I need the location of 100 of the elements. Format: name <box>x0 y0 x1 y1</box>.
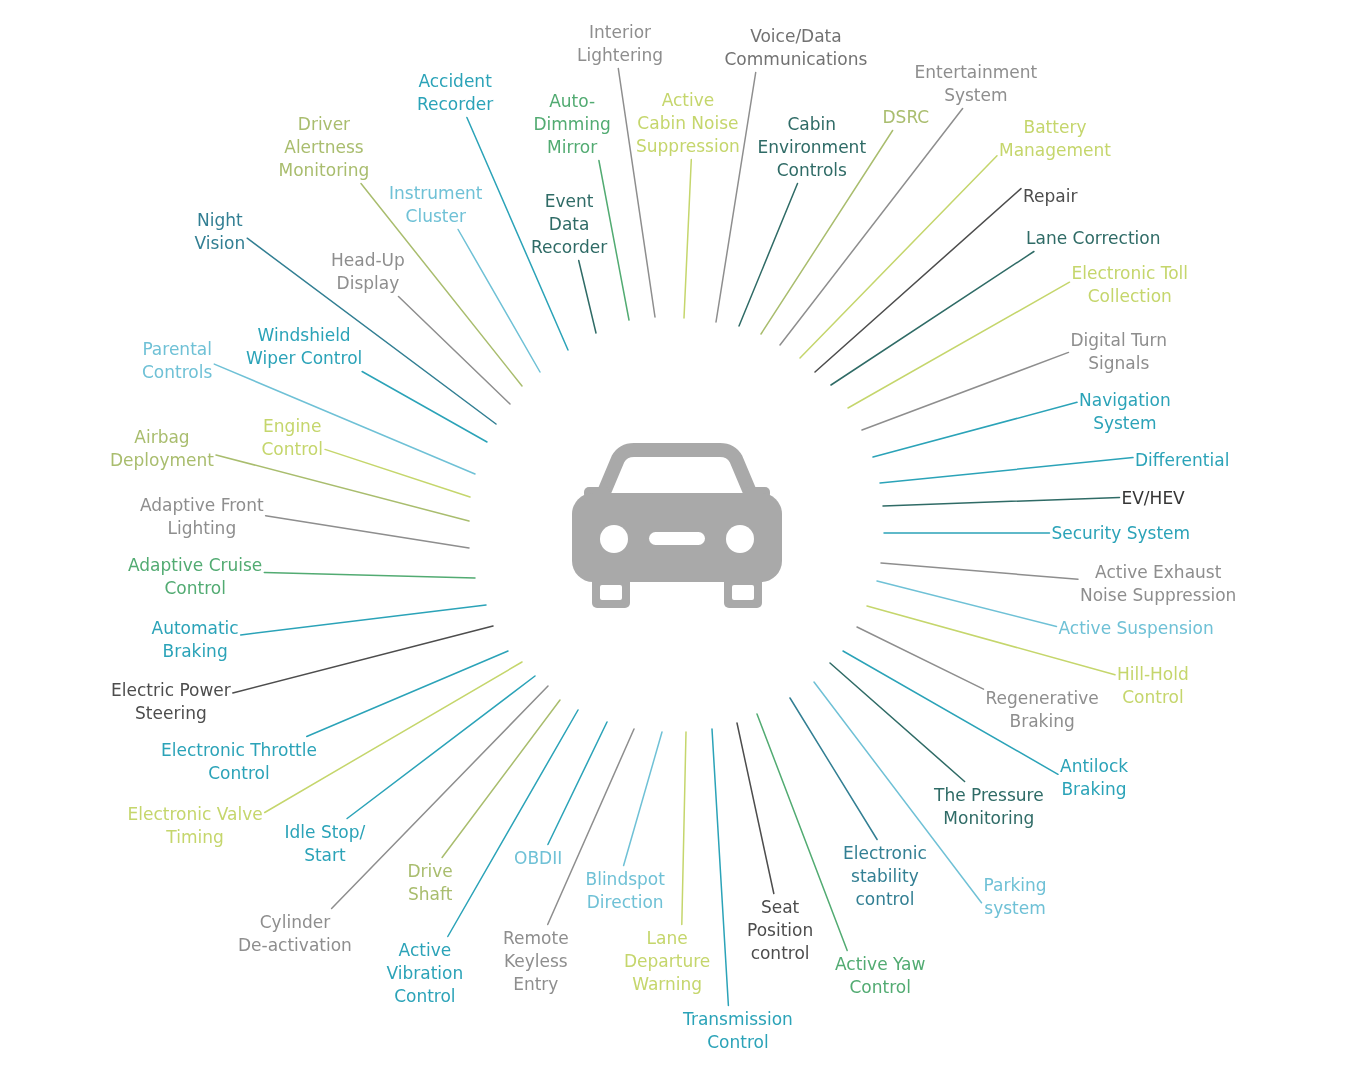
leader-line <box>882 496 1121 507</box>
feature-label: Head-Up Display <box>331 248 405 295</box>
leader-line <box>736 722 775 895</box>
feature-label: OBDII <box>514 846 563 870</box>
leader-line <box>457 228 541 373</box>
leader-line <box>617 67 656 318</box>
leader-line <box>738 182 799 327</box>
feature-label: Auto- Dimming Mirror <box>533 89 611 159</box>
feature-label: Driver Alertness Monitoring <box>278 112 370 182</box>
feature-label: Drive Shaft <box>407 859 453 906</box>
leader-line <box>681 731 687 926</box>
leader-line <box>715 71 757 323</box>
feature-label: Airbag Deployment <box>110 425 214 472</box>
feature-label: Lane Departure Warning <box>624 926 711 996</box>
feature-label: Active Vibration Control <box>386 938 464 1008</box>
feature-label: Windshield Wiper Control <box>246 323 363 370</box>
feature-label: Adaptive Cruise Control <box>128 553 263 600</box>
leader-line <box>547 721 608 846</box>
feature-label: Electronic Valve Timing <box>127 802 263 849</box>
feature-label: Active Yaw Control <box>835 952 926 999</box>
leader-line <box>866 605 1116 676</box>
feature-label: Security System <box>1051 521 1191 545</box>
car-icon <box>572 443 782 608</box>
feature-label: Active Suspension <box>1058 616 1214 640</box>
leader-line <box>330 685 549 910</box>
leader-line <box>324 448 471 498</box>
feature-label: Electronic Toll Collection <box>1071 261 1189 308</box>
feature-label: Lane Correction <box>1026 226 1161 250</box>
feature-label: Engine Control <box>261 414 323 461</box>
feature-label: Antilock Braking <box>1060 754 1129 801</box>
feature-label: Interior Lightering <box>577 20 664 67</box>
leader-line <box>847 281 1071 409</box>
feature-label: Active Cabin Noise Suppression <box>636 88 740 158</box>
leader-line <box>813 681 983 904</box>
feature-label: Blindspot Direction <box>585 867 665 914</box>
feature-label: Differential <box>1135 448 1230 472</box>
feature-label: Navigation System <box>1079 388 1171 435</box>
leader-line <box>447 709 579 938</box>
leader-line <box>861 351 1070 431</box>
feature-label: Event Data Recorder <box>531 189 608 259</box>
leader-line <box>441 699 561 859</box>
leader-line <box>842 650 1059 776</box>
feature-label: Entertainment System <box>914 60 1038 107</box>
leader-line <box>263 571 476 579</box>
feature-label: Automatic Braking <box>151 616 239 663</box>
leader-line <box>799 154 998 359</box>
feature-label: Adaptive Front Lighting <box>140 493 264 540</box>
leader-line <box>789 697 878 841</box>
feature-label: Electronic stability control <box>843 841 927 911</box>
feature-label: Instrument Cluster <box>389 181 483 228</box>
leader-line <box>872 401 1078 458</box>
leader-line <box>711 728 730 1007</box>
feature-label: Regenerative Braking <box>985 686 1099 733</box>
leader-line <box>213 363 476 475</box>
leader-line <box>814 187 1022 373</box>
leader-line <box>683 158 693 319</box>
feature-label: Battery Management <box>999 115 1111 162</box>
leader-line <box>215 454 470 522</box>
leader-line <box>264 514 470 549</box>
leader-line <box>760 129 894 335</box>
leader-line <box>879 456 1134 484</box>
feature-label: Electronic Throttle Control <box>161 738 317 785</box>
leader-line <box>829 662 966 783</box>
feature-label: Hill-Hold Control <box>1117 662 1189 709</box>
feature-label: DSRC <box>882 105 930 129</box>
feature-label: Cylinder De-activation <box>238 910 352 957</box>
feature-label: EV/HEV <box>1121 486 1185 510</box>
feature-label: Active Exhaust Noise Suppression <box>1080 560 1237 607</box>
leader-line <box>346 675 536 820</box>
leader-line <box>232 625 494 694</box>
leader-line <box>756 713 848 952</box>
feature-label: Voice/Data Communications <box>724 24 868 71</box>
leader-line <box>263 661 523 814</box>
leader-line <box>830 250 1035 386</box>
feature-label: Cabin Environment Controls <box>757 112 867 182</box>
leader-line <box>246 237 497 425</box>
leader-line <box>876 580 1058 628</box>
feature-label: The Pressure Monitoring <box>934 783 1044 830</box>
feature-label: Parking system <box>983 873 1047 920</box>
feature-label: Accident Recorder <box>417 69 494 116</box>
leader-line <box>466 116 569 351</box>
leader-line <box>880 562 1079 581</box>
feature-label: Parental Controls <box>142 337 213 384</box>
leader-line <box>305 650 509 738</box>
leader-line <box>856 626 985 690</box>
feature-label: Transmission Control <box>683 1007 793 1054</box>
leader-line <box>598 159 630 321</box>
feature-label: Remote Keyless Entry <box>503 926 569 996</box>
leader-line <box>397 295 511 405</box>
leader-line <box>577 259 597 334</box>
feature-label: Seat Position control <box>747 895 814 965</box>
feature-label: Electric Power Steering <box>111 678 231 725</box>
leader-line <box>546 728 635 926</box>
feature-label: Repair <box>1023 184 1078 208</box>
leader-line <box>239 604 487 636</box>
leader-line <box>360 182 523 387</box>
leader-line <box>779 107 964 346</box>
leader-line <box>361 370 488 443</box>
feature-label: Digital Turn Signals <box>1070 328 1168 375</box>
leader-line <box>622 731 663 867</box>
